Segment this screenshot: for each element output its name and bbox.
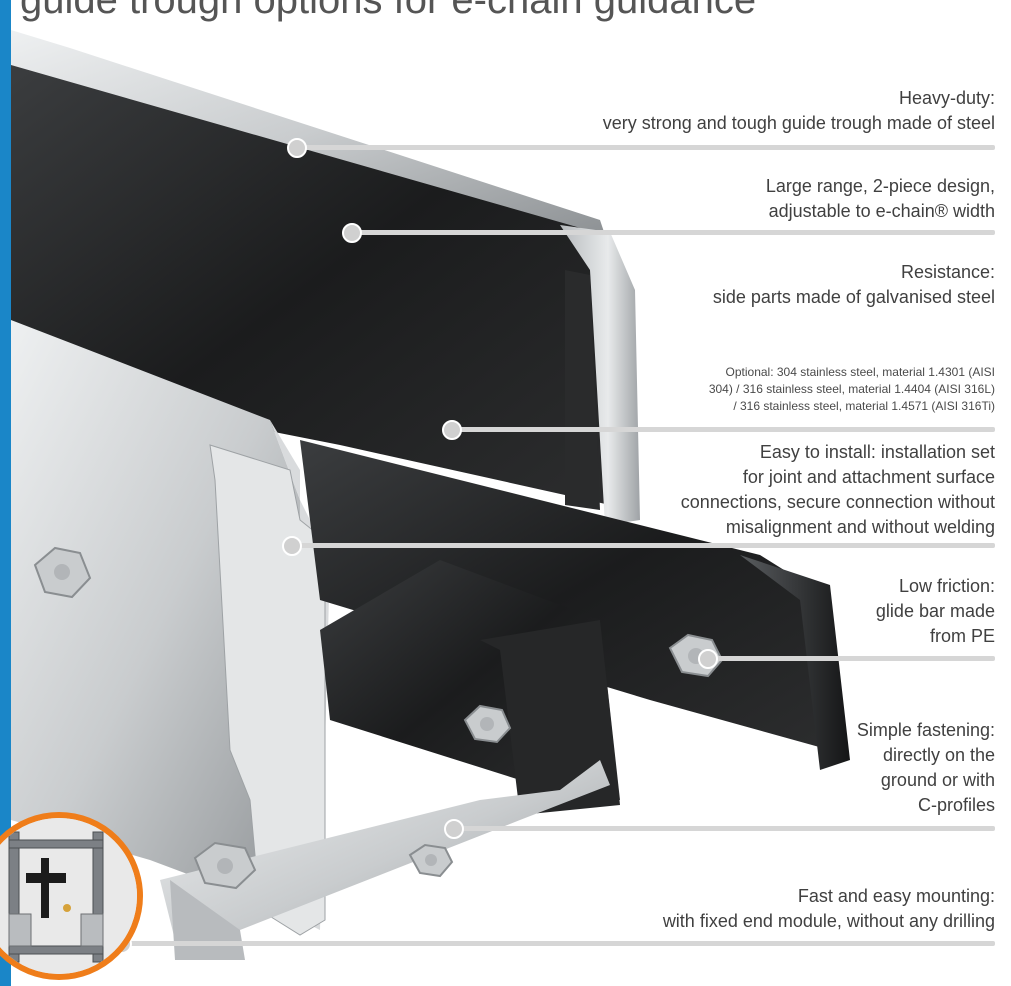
callout-large-range-line-1: Large range, 2-piece design,	[765, 176, 995, 196]
callout-resistance: Resistance: side parts made of galvanise…	[713, 260, 995, 310]
dot-easy-install	[282, 536, 302, 556]
callout-easy-install-line-1: Easy to install: installation set	[759, 442, 995, 462]
leader-simple-fastening	[458, 826, 995, 831]
callout-heavy-duty-line-1: Heavy-duty:	[898, 88, 995, 108]
dot-low-friction	[698, 649, 718, 669]
callout-optional-line-2: 304) / 316 stainless steel, material 1.4…	[708, 382, 995, 396]
leader-fast-mounting	[120, 941, 995, 946]
callout-heavy-duty-line-2: very strong and tough guide trough made …	[602, 113, 995, 133]
dot-large-range	[342, 223, 362, 243]
callout-heavy-duty: Heavy-duty: very strong and tough guide …	[603, 86, 995, 136]
callout-fast-mounting-line-2: with fixed end module, without any drill…	[662, 911, 995, 931]
left-accent-band	[0, 0, 11, 986]
leader-heavy-duty	[300, 145, 995, 150]
callout-fast-mounting: Fast and easy mounting: with fixed end m…	[663, 884, 995, 934]
callout-easy-install: Easy to install: installation set for jo…	[681, 440, 995, 540]
page-title: guide trough options for e-chain guidanc…	[20, 0, 757, 22]
callout-simple-fastening-line-1: Simple fastening:	[856, 720, 995, 740]
dot-simple-fastening	[444, 819, 464, 839]
callout-optional-line-3: / 316 stainless steel, material 1.4571 (…	[733, 399, 995, 413]
callout-easy-install-line-4: misalignment and without welding	[725, 517, 995, 537]
leader-low-friction	[710, 656, 995, 661]
callout-large-range-line-2: adjustable to e-chain® width	[768, 201, 995, 221]
callout-resistance-line-1: Resistance:	[900, 262, 995, 282]
callout-simple-fastening-line-4: C-profiles	[917, 795, 995, 815]
dot-optional	[442, 420, 462, 440]
callout-easy-install-line-3: connections, secure connection without	[680, 492, 995, 512]
end-module-illustration	[0, 818, 137, 974]
callout-easy-install-line-2: for joint and attachment surface	[742, 467, 995, 487]
callout-simple-fastening: Simple fastening: directly on the ground…	[857, 718, 995, 818]
callout-fast-mounting-line-1: Fast and easy mounting:	[797, 886, 995, 906]
callout-low-friction-line-1: Low friction:	[898, 576, 995, 596]
callout-low-friction-line-2: glide bar made	[875, 601, 995, 621]
callout-low-friction: Low friction: glide bar made from PE	[876, 574, 995, 649]
callout-low-friction-line-3: from PE	[929, 626, 995, 646]
leader-easy-install	[295, 543, 995, 548]
dot-heavy-duty	[287, 138, 307, 158]
callout-resistance-line-2: side parts made of galvanised steel	[712, 287, 995, 307]
leader-optional	[455, 427, 995, 432]
callout-optional-line-1: Optional: 304 stainless steel, material …	[725, 365, 995, 379]
end-module-inset	[0, 812, 143, 980]
callout-optional: Optional: 304 stainless steel, material …	[709, 364, 995, 415]
callout-large-range: Large range, 2-piece design, adjustable …	[766, 174, 995, 224]
callout-simple-fastening-line-2: directly on the	[882, 745, 995, 765]
callout-simple-fastening-line-3: ground or with	[880, 770, 995, 790]
leader-large-range	[355, 230, 995, 235]
